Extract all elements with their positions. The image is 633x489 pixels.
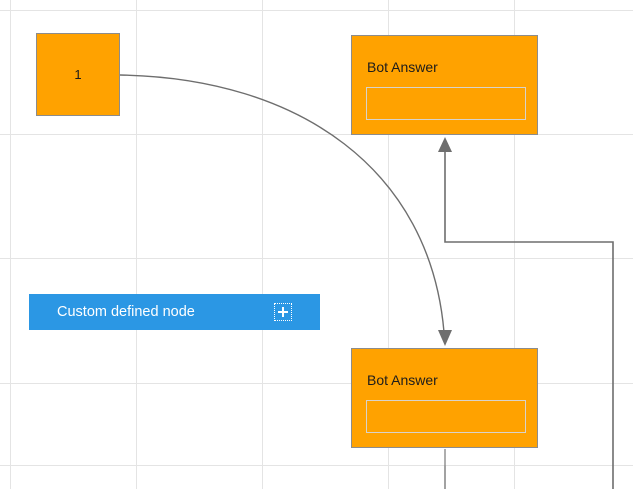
node-bot-answer-bottom-title: Bot Answer <box>367 372 438 388</box>
custom-defined-node-bar[interactable]: Custom defined node <box>29 294 320 330</box>
edge-curved[interactable] <box>119 74 452 346</box>
node-bot-answer-bottom-slot[interactable] <box>366 400 526 433</box>
custom-defined-node-label: Custom defined node <box>57 303 195 320</box>
node-bot-answer-top-slot[interactable] <box>366 87 526 120</box>
node-1-label: 1 <box>74 67 82 82</box>
node-1[interactable]: 1 <box>36 33 120 116</box>
node-bot-answer-bottom[interactable]: Bot Answer <box>351 348 538 448</box>
node-bot-answer-top[interactable]: Bot Answer <box>351 35 538 135</box>
node-bot-answer-top-title: Bot Answer <box>367 59 438 75</box>
edge-orthogonal[interactable] <box>438 137 614 489</box>
plus-icon[interactable] <box>274 303 292 321</box>
